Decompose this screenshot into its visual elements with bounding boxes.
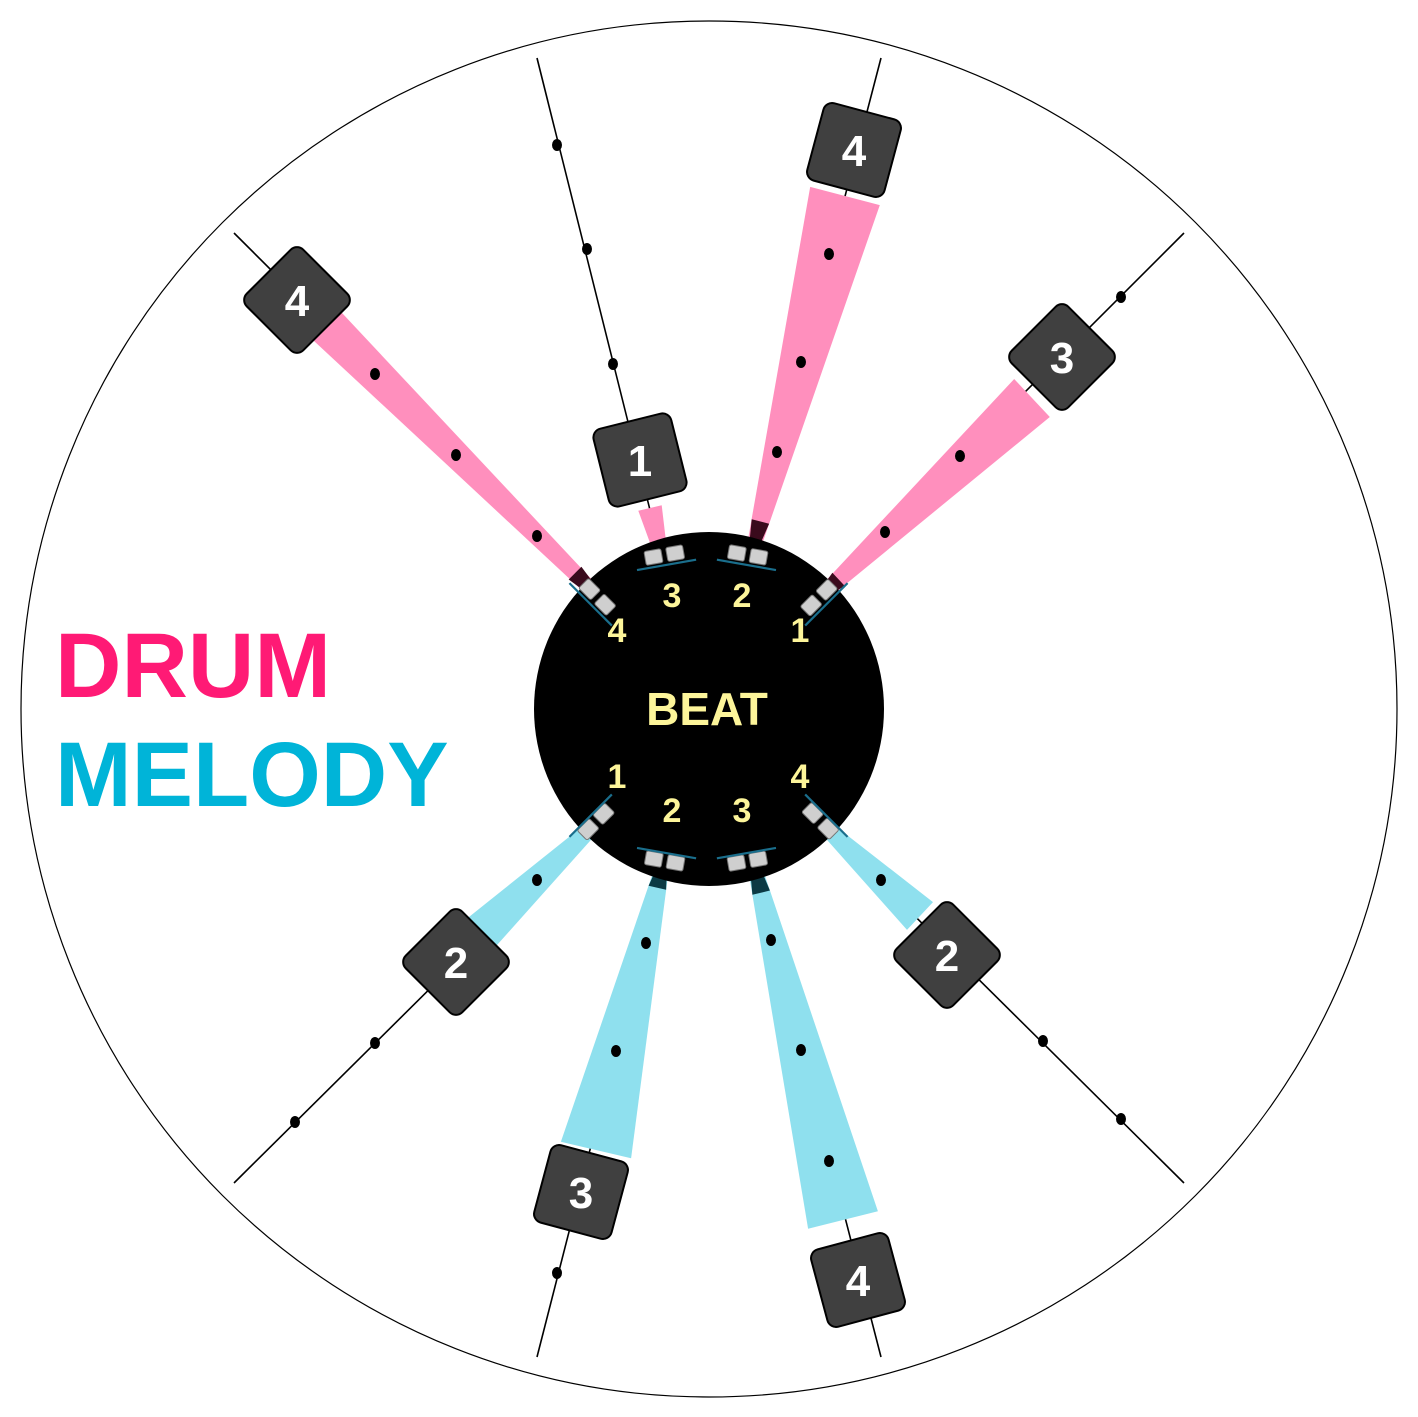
melody-arm-1-dot <box>532 874 542 886</box>
module-tile-body <box>402 908 510 1016</box>
drum-module-tile-label-1: 4 <box>285 277 310 326</box>
drum-module-tile-label-4: 3 <box>1050 334 1074 383</box>
melody-module-tile-4[interactable] <box>890 898 1003 1011</box>
socket-rail <box>636 558 697 572</box>
socket-pin <box>578 578 601 600</box>
drum-module-tile-4[interactable] <box>1005 300 1118 413</box>
drum-port-label-4: 1 <box>791 612 810 650</box>
drum-arm-3-dot <box>796 356 806 368</box>
melody-module-tile-label-4: 2 <box>935 932 959 981</box>
drum-port-label-2: 3 <box>663 577 682 615</box>
drum-arm-4-dot <box>880 526 890 538</box>
melody-module-tile-label-1: 2 <box>444 939 468 988</box>
drum-arm-2-dot <box>608 358 618 370</box>
melody-module-tile-2[interactable] <box>532 1143 630 1241</box>
melody-module-tile-3[interactable] <box>809 1231 907 1329</box>
socket-pin <box>665 544 685 562</box>
drum-arm-4-dot <box>1116 291 1126 303</box>
socket-pin <box>727 544 747 562</box>
melody-arm-1-dot <box>290 1116 300 1128</box>
socket-pin <box>800 594 822 617</box>
melody-arm-4-dot <box>876 874 886 886</box>
melody-socket-3[interactable] <box>716 846 779 873</box>
drum-arm-1-dot <box>451 449 461 461</box>
drum-module-tile-3[interactable] <box>805 101 903 199</box>
drum-module-tile-label-3: 4 <box>842 127 867 176</box>
socket-rail <box>568 582 613 627</box>
melody-socket-2[interactable] <box>634 846 697 873</box>
melody-arm-4-dot <box>1116 1113 1126 1125</box>
drum-arm-2-dot <box>552 139 562 151</box>
socket-rail <box>804 582 849 627</box>
drum-beam-3 <box>747 186 880 548</box>
drum-module-tile-2[interactable] <box>592 412 689 509</box>
outer-ring <box>20 20 1398 1398</box>
drum-socket-1[interactable] <box>568 571 623 627</box>
melody-arm-2-dot <box>641 937 651 949</box>
melody-module-tile-1[interactable] <box>399 905 512 1018</box>
legend-melody: MELODY <box>55 724 449 826</box>
melody-module-tile-label-2: 3 <box>569 1169 593 1218</box>
socket-pin <box>816 579 838 601</box>
melody-arm-2-dot <box>611 1045 621 1057</box>
melody-socket-4[interactable] <box>795 793 849 847</box>
beat-hub <box>534 532 884 886</box>
module-tile-body <box>806 102 902 198</box>
melody-socket-1[interactable] <box>568 793 622 847</box>
melody-arm-3-dot <box>824 1155 834 1167</box>
hub-label: BEAT <box>646 683 768 735</box>
melody-port-label-4: 4 <box>791 758 810 796</box>
socket-pin <box>748 548 769 566</box>
drum-beam-4 <box>819 379 1050 599</box>
drum-arm-1-dot <box>532 530 542 542</box>
drum-socket-4[interactable] <box>793 571 849 627</box>
module-tile-body <box>243 246 351 354</box>
legend-drum: DRUM <box>55 615 331 717</box>
drum-port-label-1: 4 <box>608 612 627 650</box>
module-tile-body <box>592 412 688 508</box>
melody-port-label-2: 2 <box>663 792 682 830</box>
melody-arm-3-dot <box>766 934 776 946</box>
drum-port-label-3: 2 <box>733 577 752 615</box>
socket-rail <box>716 846 777 860</box>
drum-arm-1-dot <box>370 368 380 380</box>
drum-arm-3-dot <box>824 248 834 260</box>
melody-arm-4-dot <box>1038 1035 1048 1047</box>
drum-socket-2[interactable] <box>634 543 697 572</box>
module-tile-body <box>893 901 1001 1009</box>
melody-port-label-1: 1 <box>608 758 627 796</box>
drum-module-tile-label-2: 1 <box>628 437 652 486</box>
melody-beam-3 <box>748 866 878 1229</box>
drum-socket-3[interactable] <box>716 543 779 572</box>
melody-beam-4 <box>819 820 933 930</box>
socket-rail <box>636 846 697 860</box>
drum-arm-4-dot <box>955 450 965 462</box>
module-tile-body <box>533 1144 629 1240</box>
melody-module-tile-label-3: 4 <box>846 1257 871 1306</box>
socket-pin <box>643 548 664 566</box>
socket-rail <box>716 558 777 572</box>
melody-arm-3-dot <box>796 1044 806 1056</box>
module-tile-body <box>1008 303 1116 411</box>
melody-port-label-3: 3 <box>733 792 752 830</box>
socket-rail <box>568 793 613 838</box>
drum-arm-3-dot <box>772 446 782 458</box>
melody-arm-2-dot <box>552 1267 562 1279</box>
drum-module-tile-1[interactable] <box>240 243 353 356</box>
drum-arm-2-dot <box>582 243 592 255</box>
socket-rail <box>804 793 849 838</box>
socket-pin <box>594 594 616 616</box>
melody-arm-1-dot <box>370 1037 380 1049</box>
melody-beam-2 <box>560 866 669 1159</box>
module-tile-body <box>810 1232 906 1328</box>
